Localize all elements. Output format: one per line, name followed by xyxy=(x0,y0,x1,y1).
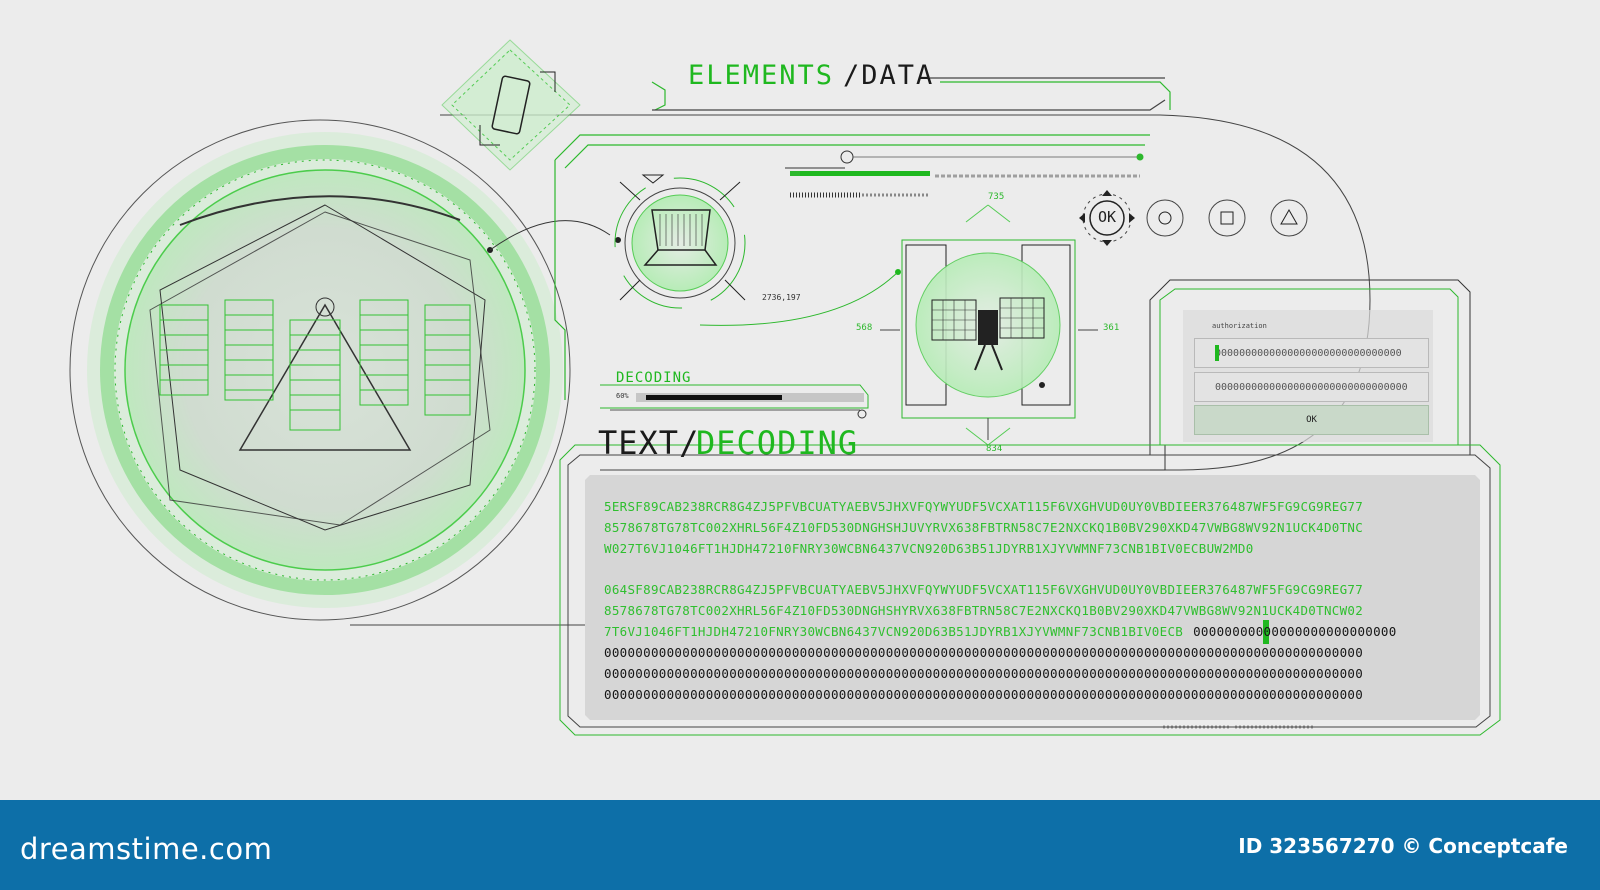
code-line: W027T6VJ1046FT1HJDH47210FNRY30WCBN6437VC… xyxy=(604,541,1254,556)
ok-circle-button[interactable]: OK xyxy=(1098,208,1117,226)
laptop-circle-module xyxy=(614,174,901,326)
code-line: 0000000000000000000000000000000000000000… xyxy=(604,687,1364,702)
axis-label-right: 361 xyxy=(1103,323,1120,333)
top-slider xyxy=(785,150,1144,198)
wire-hexagon xyxy=(159,204,486,531)
code-line: 064SF89CAB238RCR8G4ZJ5PFVBCUATYAEBV5JHXV… xyxy=(604,582,1364,597)
control-buttons xyxy=(1079,190,1308,246)
auth-field-1[interactable] xyxy=(1194,338,1429,368)
server-racks xyxy=(159,299,471,431)
code-line: 0000000000000000000000000000000000000000… xyxy=(604,645,1364,660)
code-line: 8578678TG78TC002XHRL56F4Z10FD530DNGHSHYR… xyxy=(604,603,1364,618)
auth-ok-button[interactable]: OK xyxy=(1194,405,1429,435)
footer-bar: dreamstime.com ID 323567270 © Conceptcaf… xyxy=(0,800,1600,890)
decoding-percent-label: 60% xyxy=(616,392,629,400)
code-panel-frame xyxy=(559,444,1501,736)
axis-label-top: 735 xyxy=(988,192,1005,202)
title-decoding: DECODING xyxy=(696,424,859,462)
code-line-text: 7T6VJ1046FT1HJDH47210FNRY30WCBN6437VCN92… xyxy=(604,624,1184,639)
circle-icon xyxy=(1146,199,1184,237)
auth-field-2[interactable] xyxy=(1194,372,1429,402)
server-circle-module xyxy=(69,119,621,621)
coord-readout: 2736,197 xyxy=(762,293,801,302)
code-panel: 5ERSF89CAB238RCR8G4ZJ5PFVBCUATYAEBV5JHXV… xyxy=(604,496,1484,705)
decoding-label: DECODING xyxy=(616,370,692,386)
footer-brand[interactable]: dreamstime.com xyxy=(20,832,273,866)
text-cursor xyxy=(1215,345,1219,361)
square-icon xyxy=(1208,199,1246,237)
console-outline xyxy=(554,77,1171,400)
code-line: 8578678TG78TC002XHRL56F4Z10FD530DNGHSHJU… xyxy=(604,520,1364,535)
axis-label-bottom: 834 xyxy=(986,444,1003,454)
auth-label: authorization xyxy=(1212,322,1267,330)
title-data: /DATA xyxy=(843,60,935,91)
triangle-icon xyxy=(1270,199,1308,237)
satellite-module xyxy=(880,204,1098,446)
outer-frame xyxy=(440,114,1371,471)
footer-id: ID 323567270 © Conceptcafe xyxy=(1238,834,1568,858)
code-line: 7T6VJ1046FT1HJDH47210FNRY30WCBN6437VCN92… xyxy=(604,621,1484,642)
phone-diamond-icon xyxy=(441,39,581,171)
decoding-progress-bar xyxy=(600,384,869,419)
title-elements: ELEMENTS xyxy=(688,60,835,91)
code-line: 0000000000000000000000000000000000000000… xyxy=(604,666,1364,681)
code-line-zeros: 00000000000000000000000000 xyxy=(1193,624,1397,639)
ok-circle-icon xyxy=(1089,200,1125,236)
axis-label-left: 568 xyxy=(856,323,873,333)
code-line: 5ERSF89CAB238RCR8G4ZJ5PFVBCUATYAEBV5JHXV… xyxy=(604,499,1364,514)
title-text: TEXT/ xyxy=(598,424,700,462)
wire-triangle xyxy=(238,303,412,451)
